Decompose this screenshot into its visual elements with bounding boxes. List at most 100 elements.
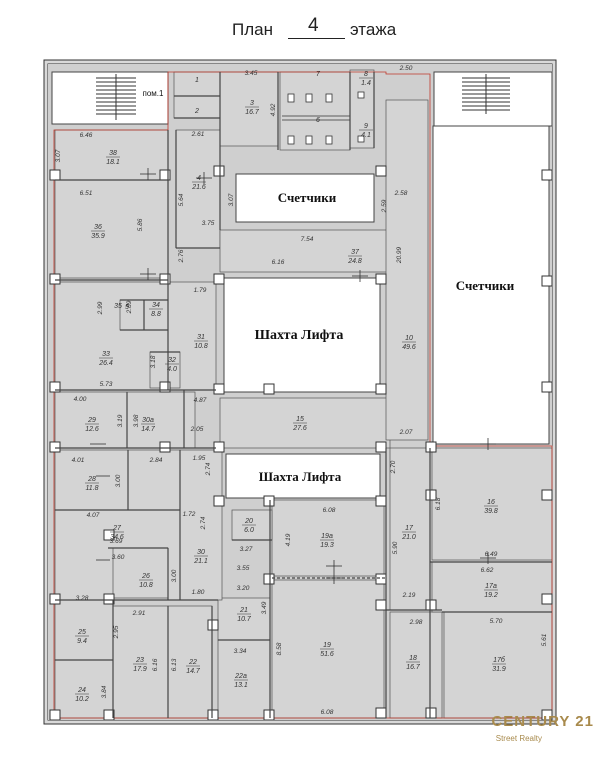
room-number: 24: [77, 687, 86, 694]
room-number: 2: [194, 108, 199, 115]
room-number: 5: [125, 304, 129, 311]
dimension-label: 3.60: [112, 554, 125, 561]
room-number: 23: [135, 657, 144, 664]
dimension-label: 3.27: [240, 546, 253, 553]
dimension-label: 5.70: [490, 618, 503, 625]
dimension-label: 3.18: [150, 355, 157, 368]
dimension-labels: 3.452.504.922.616.463.076.515.865.643.75…: [55, 65, 548, 716]
dimension-label: 2.59: [381, 199, 388, 213]
stair-right: [433, 71, 553, 127]
dimension-label: 3.84: [101, 685, 108, 698]
room-number: 10: [405, 335, 413, 342]
dimension-label: 2.89: [126, 300, 133, 314]
room-number: 22: [188, 659, 197, 666]
dimension-label: 6.16: [272, 259, 285, 266]
dimension-label: 6.51: [80, 190, 93, 197]
stair-treads: [96, 74, 510, 120]
dimension-label: 2.58: [394, 190, 408, 197]
dimension-label: 3.55: [237, 565, 250, 572]
room-number: 7: [316, 71, 321, 78]
dimension-label: 3.75: [202, 220, 215, 227]
dimension-label: 3.98: [133, 414, 140, 427]
dimension-label: 6.46: [80, 132, 93, 139]
dimension-label: 6.08: [323, 507, 336, 514]
room-area: 14.7: [141, 426, 156, 433]
room-area: 35.9: [91, 233, 105, 240]
dimension-label: 2.74: [200, 516, 207, 530]
dimension-label: 6.08: [321, 709, 334, 716]
dimension-label: 6.18: [435, 497, 442, 510]
dimension-label: 2.61: [191, 131, 205, 138]
brand-subtitle: Street Realty: [495, 734, 542, 743]
room-number: 38: [109, 150, 117, 157]
room-area: 9.4: [77, 638, 87, 645]
dimension-label: 3.00: [171, 569, 178, 582]
dimension-label: 5.86: [137, 218, 144, 231]
room-area: 10.8: [194, 343, 208, 350]
room-area: 10.8: [139, 582, 153, 589]
columns: [49, 165, 553, 721]
room-number: 26: [141, 573, 150, 580]
room-number: 35: [114, 303, 122, 310]
dimension-label: 2.76: [178, 249, 185, 263]
label-meters-right: Счетчики: [456, 278, 515, 293]
dimension-label: 4.07: [87, 512, 100, 519]
dimension-label: 3.49: [261, 601, 268, 614]
dimension-label: 4.01: [72, 457, 85, 464]
room-number: 19: [323, 642, 331, 649]
dimension-label: 1.95: [193, 455, 206, 462]
dimension-label: 4.87: [194, 397, 207, 404]
room-number: 34: [152, 302, 160, 309]
room-number: 21: [239, 607, 248, 614]
dimension-label: 1.80: [192, 589, 205, 596]
room-area: 49.6: [402, 344, 416, 351]
room-area: 8.8: [151, 311, 161, 318]
dimension-label: 8.58: [276, 642, 283, 655]
room-area: 16.7: [406, 664, 421, 671]
room-number: 9: [364, 123, 368, 130]
dimension-label: 5.90: [392, 541, 399, 554]
dimension-label: 2.70: [390, 460, 397, 474]
dimension-label: 3.69: [110, 538, 123, 545]
white-zones: [51, 71, 553, 499]
room-number: 33: [102, 351, 110, 358]
dimension-label: 2.91: [132, 610, 146, 617]
room-number: 6: [316, 117, 320, 124]
stair-room-label: пом.1: [143, 89, 165, 98]
room-area: 24.8: [347, 258, 362, 265]
room-number: 37: [351, 249, 360, 256]
room-area: 6.0: [244, 527, 254, 534]
dimension-label: 6.49: [485, 551, 498, 558]
room-number: 15: [296, 416, 304, 423]
room-number: 19а: [321, 533, 333, 540]
dimension-label: 2.95: [113, 625, 120, 639]
dimension-label: 3.00: [115, 474, 122, 487]
room-number: 20: [244, 518, 253, 525]
room-number: 4: [197, 175, 201, 182]
plan-title-prefix: План: [232, 20, 273, 39]
room-number: 3: [250, 100, 254, 107]
room-number: 18: [409, 655, 417, 662]
door-marks: [90, 168, 496, 584]
dimension-label: 2.50: [399, 65, 413, 72]
dimension-label: 20.99: [396, 246, 403, 264]
room-area: 1.4: [361, 80, 371, 87]
room-area: 39.8: [484, 508, 498, 515]
label-lift-shaft-2: Шахта Лифта: [259, 469, 342, 484]
dimension-label: 2.74: [205, 462, 212, 476]
dimension-label: 7.54: [301, 236, 314, 243]
plan-title-suffix: этажа: [350, 20, 397, 39]
dimension-label: 4.19: [285, 533, 292, 546]
dimension-label: 3.28: [76, 595, 89, 602]
room-number: 25: [77, 629, 86, 636]
internal-walls: [55, 72, 552, 718]
room-area: 17.9: [133, 666, 147, 673]
room-area: 51.6: [320, 651, 334, 658]
dimension-label: 4.92: [270, 103, 277, 116]
dimension-label: 2.98: [409, 619, 423, 626]
room-area: 21.1: [193, 558, 208, 565]
toilet-fixtures: [282, 91, 365, 145]
room-number: 1: [195, 77, 199, 84]
